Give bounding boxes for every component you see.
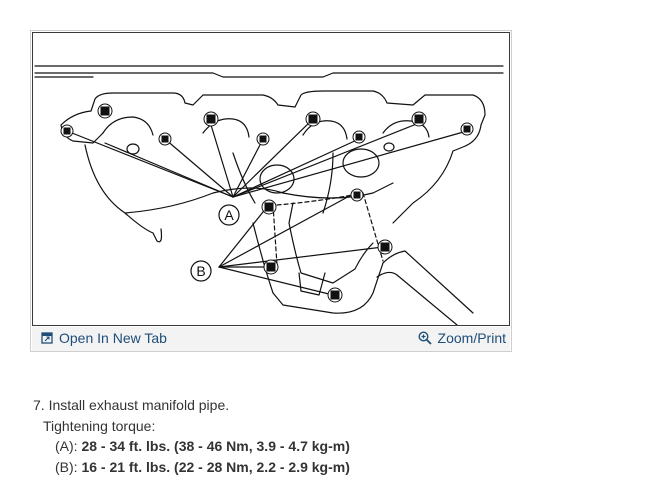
open-in-new-tab-button[interactable]: Open In New Tab (41, 330, 167, 346)
torque-value-a: 28 - 34 ft. lbs. (38 - 46 Nm, 3.9 - 4.7 … (81, 438, 350, 454)
step-text: 7. Install exhaust manifold pipe. (33, 397, 230, 413)
callout-a: A (218, 204, 240, 226)
callout-b: B (190, 260, 212, 282)
magnifier-plus-icon (418, 331, 432, 345)
figure-toolbar: Open In New Tab Zoom/Print (32, 327, 510, 351)
svg-text:B: B (196, 263, 205, 279)
figure-frame: A B Open In New Tab Zoom/Print (30, 30, 512, 352)
svg-text:A: A (224, 207, 234, 223)
torque-heading: Tightening torque: (43, 417, 156, 434)
torque-item-b: (B): 16 - 21 ft. lbs. (22 - 28 Nm, 2.2 -… (33, 457, 350, 478)
torque-item-a: (A): 28 - 34 ft. lbs. (38 - 46 Nm, 3.9 -… (33, 436, 350, 457)
zoom-print-button[interactable]: Zoom/Print (418, 330, 506, 346)
torque-value-b: 16 - 21 ft. lbs. (22 - 28 Nm, 2.2 - 2.9 … (81, 458, 350, 475)
exhaust-manifold-diagram: A B (32, 32, 510, 326)
instructions: 7. Install exhaust manifold pipe. Tighte… (33, 395, 350, 477)
torque-label-a: (A): (55, 438, 82, 454)
zoom-print-label: Zoom/Print (437, 330, 506, 346)
open-in-new-tab-label: Open In New Tab (59, 330, 167, 346)
torque-label-b: (B): (55, 458, 82, 475)
open-new-tab-icon (41, 332, 53, 344)
